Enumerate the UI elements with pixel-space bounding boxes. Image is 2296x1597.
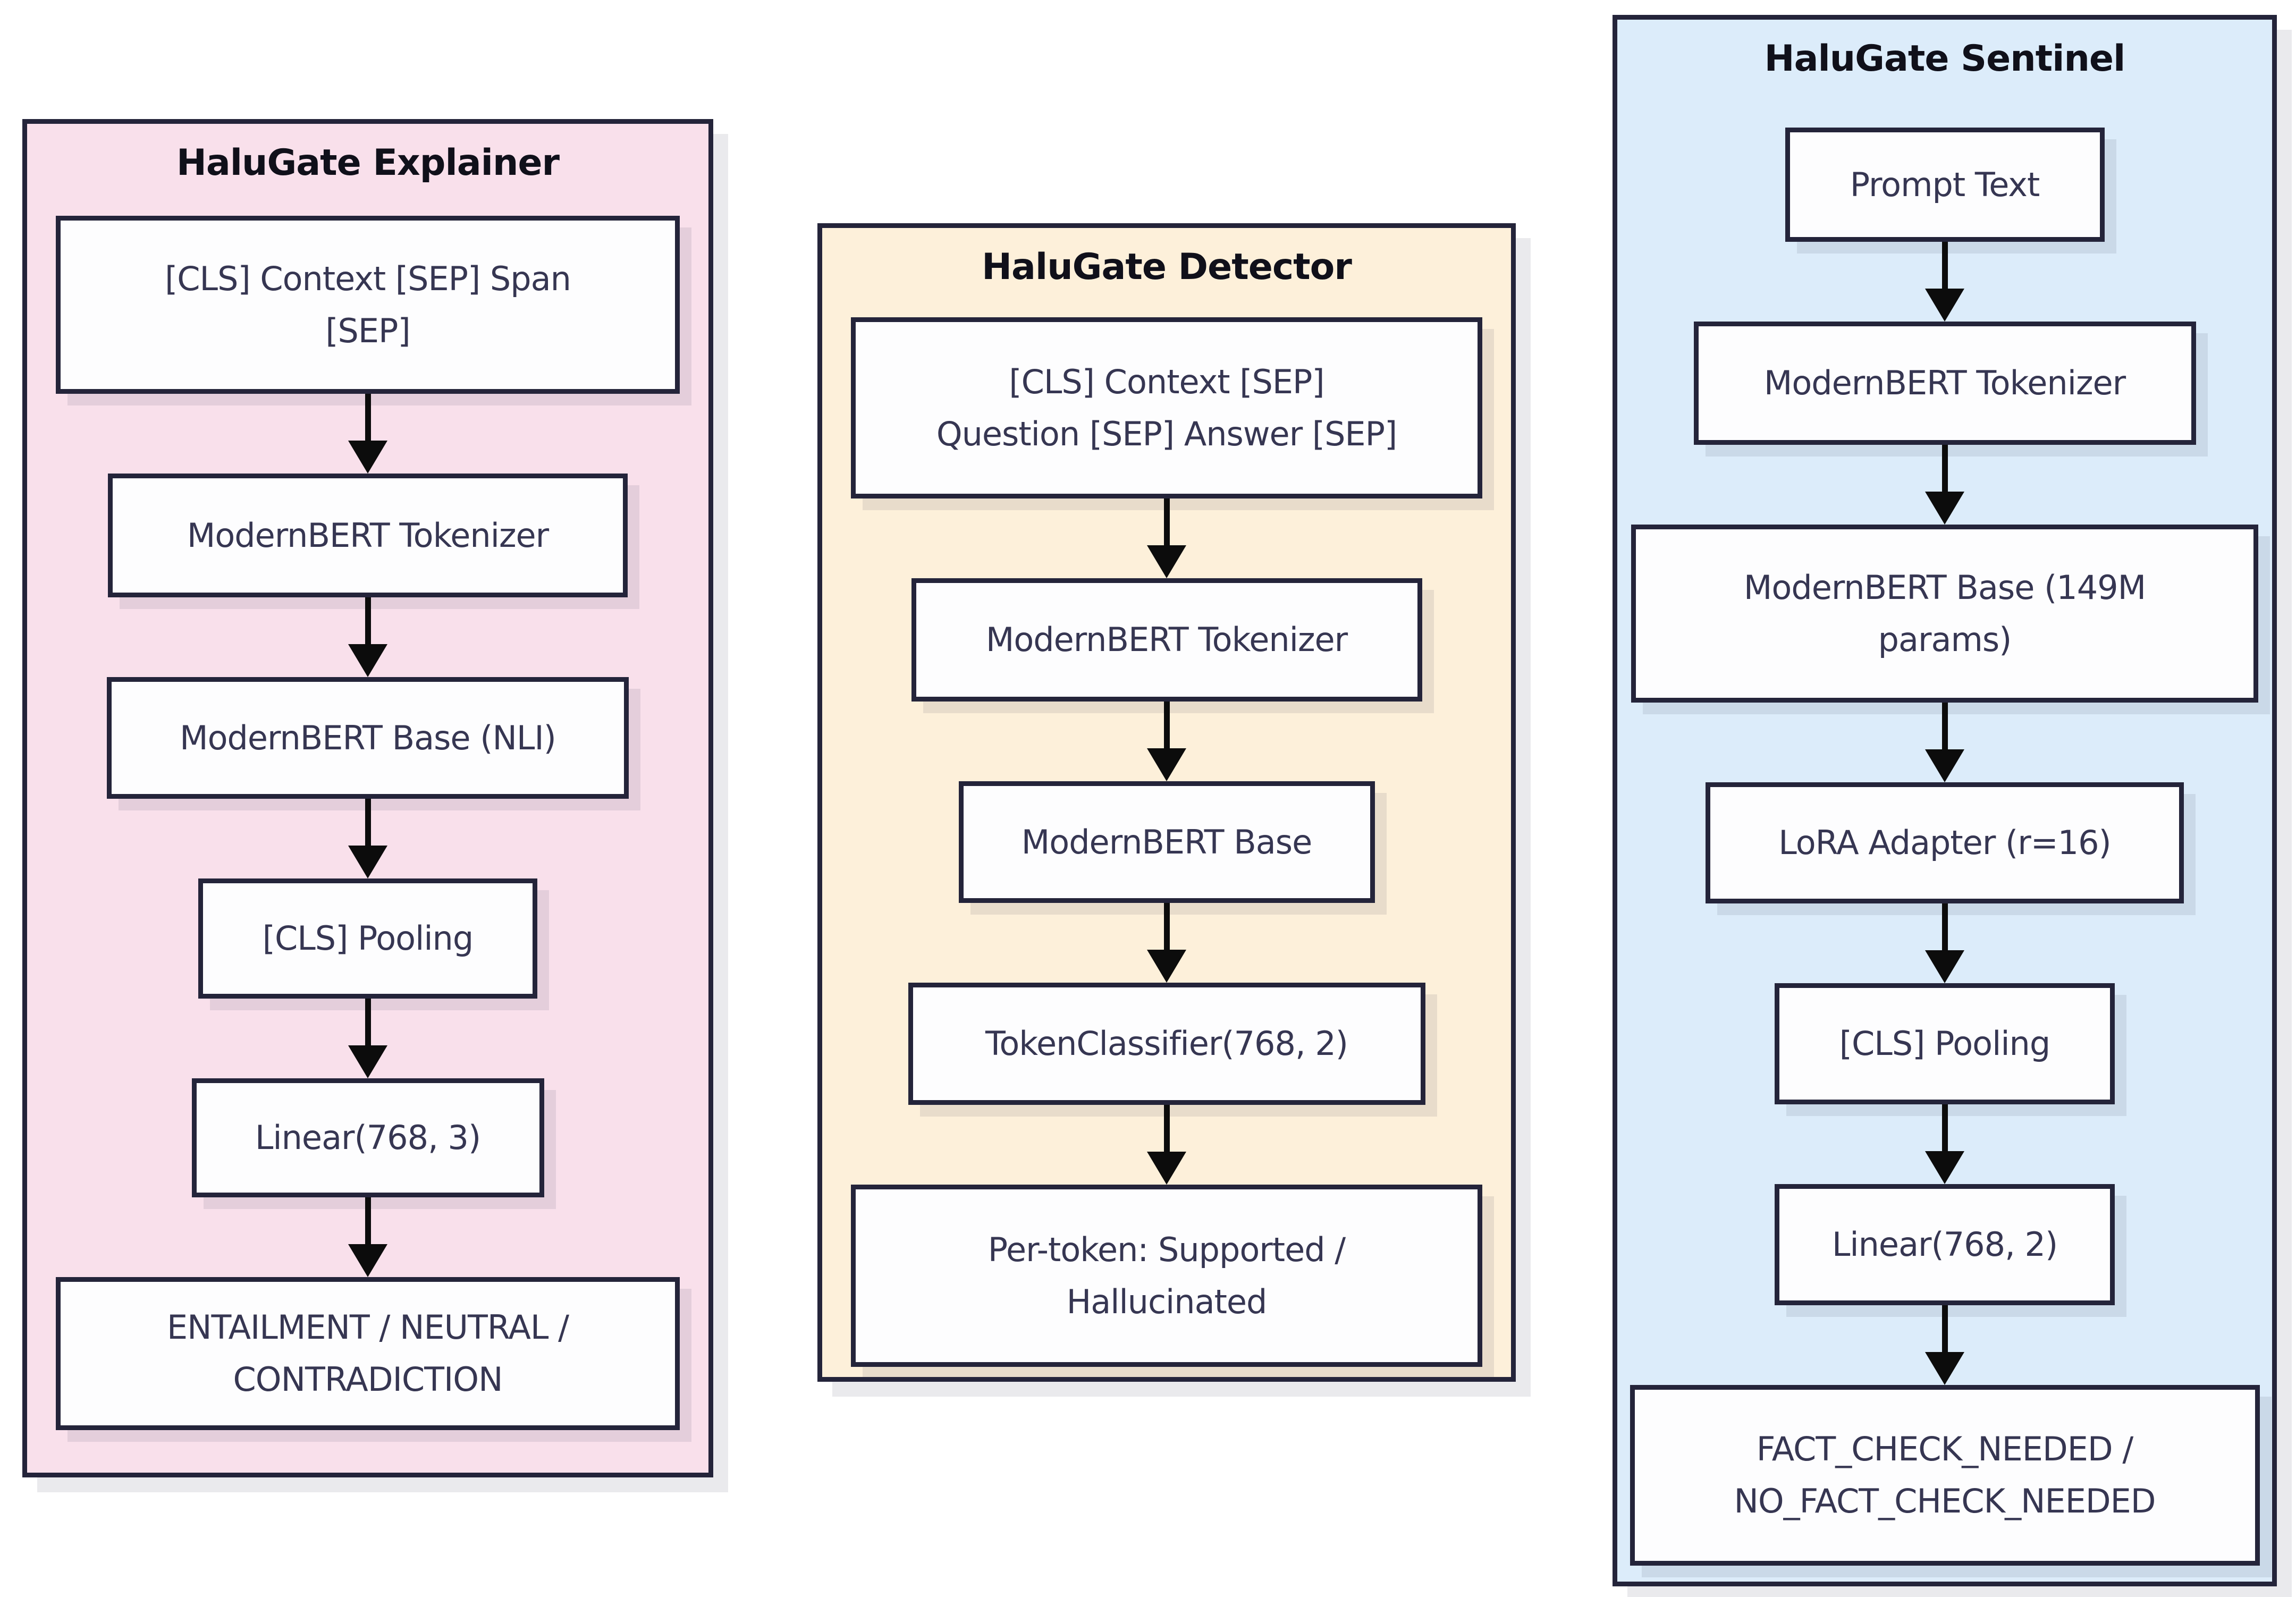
arrow-down-icon [1942,903,1948,950]
arrow-down-icon [1942,445,1948,492]
node-linear-768-3: Linear(768, 3) [191,1078,544,1197]
panel-halugate-sentinel: HaluGate Sentinel Prompt Text ModernBERT… [1613,15,2277,1586]
node-modernbert-tokenizer-detector: ModernBERT Tokenizer [911,578,1422,702]
arrow-down-icon [1163,498,1170,545]
node-per-token-supported-hallucinated: Per-token: Supported / Hallucinated [851,1185,1482,1367]
panel-halugate-detector: HaluGate Detector [CLS] Context [SEP] Qu… [817,223,1516,1382]
arrow-down-icon [365,1197,371,1244]
node-cls-context-question-answer: [CLS] Context [SEP] Question [SEP] Answe… [851,317,1482,498]
node-modernbert-base-149m-params: ModernBERT Base (149M params) [1631,525,2258,703]
flow-detector: [CLS] Context [SEP] Question [SEP] Answe… [822,317,1511,1367]
node-fact-check-needed-no-fact-check-needed: FACT_CHECK_NEEDED / NO_FACT_CHECK_NEEDED [1630,1385,2260,1566]
node-tokenclassifier-768-2: TokenClassifier(768, 2) [908,983,1425,1105]
node-cls-pooling-explainer: [CLS] Pooling [198,878,537,999]
arrow-down-icon [1163,1105,1170,1152]
node-modernbert-tokenizer-sentinel: ModernBERT Tokenizer [1693,322,2196,445]
arrow-down-icon [365,799,371,846]
arrow-down-icon [365,597,371,644]
panel-title-explainer: HaluGate Explainer [176,142,560,184]
node-lora-adapter-r16: LoRA Adapter (r=16) [1706,782,2184,903]
arrow-down-icon [1942,1104,1948,1151]
panel-title-detector: HaluGate Detector [982,246,1352,288]
arrow-down-icon [1942,242,1948,289]
arrow-down-icon [1942,1305,1948,1352]
panel-halugate-explainer: HaluGate Explainer [CLS] Context [SEP] S… [22,119,713,1477]
arrow-down-icon [1163,903,1170,950]
node-modernbert-base-nli: ModernBERT Base (NLI) [107,677,629,799]
panel-title-sentinel: HaluGate Sentinel [1764,38,2126,80]
arrow-down-icon [365,394,371,441]
flow-explainer: [CLS] Context [SEP] Span [SEP] ModernBER… [27,216,708,1430]
node-linear-768-2: Linear(768, 2) [1775,1184,2115,1305]
node-cls-pooling-sentinel: [CLS] Pooling [1775,983,2115,1104]
flow-sentinel: Prompt Text ModernBERT Tokenizer ModernB… [1617,128,2272,1566]
node-cls-context-sep-span-sep: [CLS] Context [SEP] Span [SEP] [56,216,680,394]
arrow-down-icon [1163,702,1170,748]
node-modernbert-base-detector: ModernBERT Base [958,781,1375,903]
node-entailment-neutral-contradiction: ENTAILMENT / NEUTRAL / CONTRADICTION [56,1277,680,1430]
node-prompt-text: Prompt Text [1785,128,2105,242]
arrow-down-icon [1942,703,1948,749]
arrow-down-icon [365,999,371,1045]
node-modernbert-tokenizer-explainer: ModernBERT Tokenizer [108,474,628,597]
